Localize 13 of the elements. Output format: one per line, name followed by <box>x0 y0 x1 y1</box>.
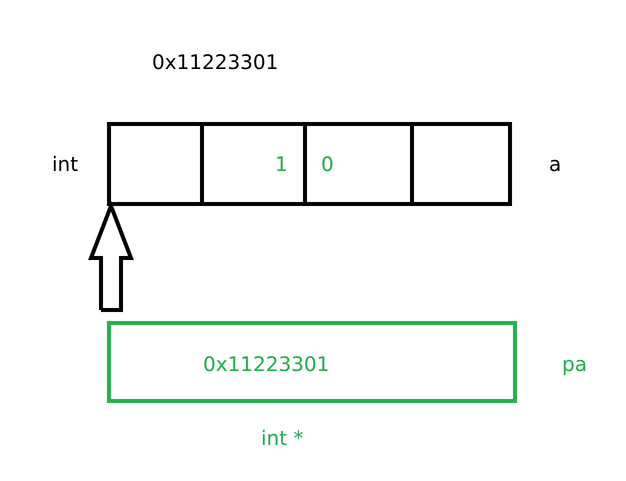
variable-name: pa <box>562 352 587 376</box>
variable-name: int <box>52 152 78 176</box>
type-name: a <box>549 152 562 176</box>
memory-cell <box>202 124 305 204</box>
hollow-arrow <box>88 200 134 312</box>
value-text: 0 <box>321 152 334 176</box>
address-label: 0x11223301 <box>152 50 278 74</box>
memory-cell <box>412 124 510 204</box>
type-name: int * <box>261 426 304 450</box>
memory-cell <box>305 124 412 204</box>
value-text: 0x11223301 <box>203 352 330 376</box>
value-text: 1 <box>275 152 288 176</box>
memory-cell <box>109 124 202 204</box>
